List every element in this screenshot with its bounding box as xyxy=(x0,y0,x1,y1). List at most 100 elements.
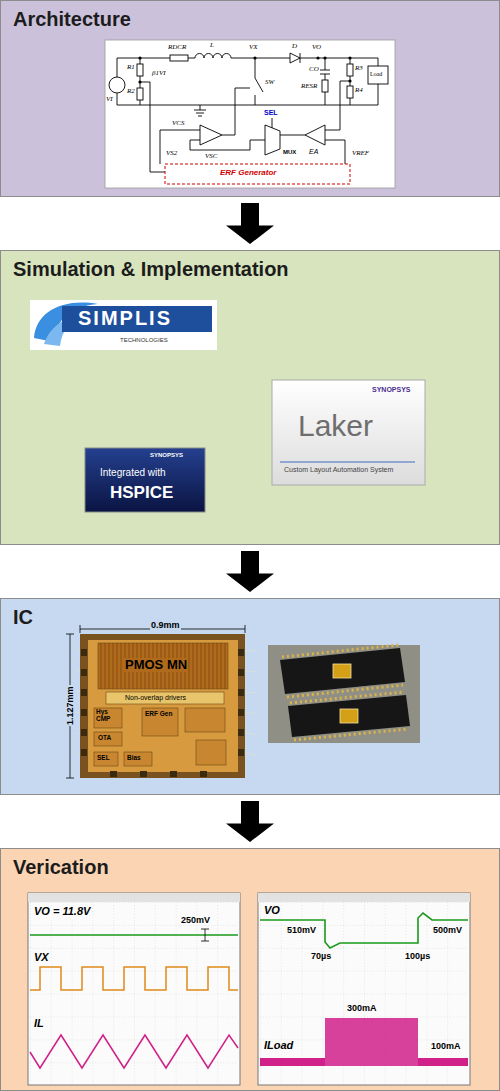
logo-text: Laker xyxy=(298,410,373,442)
measurement-label: 510mV xyxy=(286,926,317,935)
stage-panel: Verication xyxy=(0,848,500,1091)
signal-label: VI xyxy=(106,96,113,103)
logo-text: SYNOPSYS xyxy=(150,452,183,458)
logo-text: SIMPLIS xyxy=(78,308,172,329)
capacitor-symbol xyxy=(320,58,330,105)
resistor-symbol xyxy=(322,80,328,92)
junction-dot xyxy=(138,56,351,83)
signal-label: VSC xyxy=(205,153,217,160)
dimension-line xyxy=(66,634,74,778)
stage-panel: Simulation & Implementation xyxy=(0,250,500,545)
circuit-block xyxy=(94,752,118,766)
die-label: ERF Gen xyxy=(145,711,175,718)
die-label: 1.127mm xyxy=(65,686,74,727)
die-label: OTA xyxy=(98,735,111,742)
panel-title: Verication xyxy=(13,855,109,879)
bond-pad xyxy=(81,749,87,756)
circuit-block xyxy=(94,708,122,728)
resistor-symbol xyxy=(347,64,353,76)
logo-text: Custom Layout Automation System xyxy=(284,466,393,473)
package-cavity xyxy=(340,709,358,723)
signal-label: R4 xyxy=(355,87,363,94)
logo-rule xyxy=(280,461,415,462)
bond-pad xyxy=(81,689,87,696)
schematic-frame xyxy=(105,40,395,188)
signal-label: SW xyxy=(265,79,274,86)
bond-pad xyxy=(238,709,244,716)
stage-panel: Architecture xyxy=(0,0,500,197)
measurement-label: IL xyxy=(33,1018,45,1030)
circuit-wire xyxy=(280,135,345,164)
bond-pad xyxy=(81,669,87,676)
circuit-wire xyxy=(117,58,378,105)
chip-package xyxy=(280,648,405,694)
inductor-symbol xyxy=(195,54,231,59)
circuit-block xyxy=(94,708,226,766)
package-cavity xyxy=(333,664,351,678)
junction-dot xyxy=(348,56,351,59)
scope-status-bar xyxy=(28,893,240,902)
bond-pad xyxy=(200,771,207,777)
bond-pad xyxy=(170,771,177,777)
measurement-label: ILoad xyxy=(263,1040,294,1052)
power-transistor xyxy=(98,643,228,689)
junction-dot xyxy=(138,56,141,59)
il-trace xyxy=(30,1035,238,1068)
comparator-symbol xyxy=(200,125,222,145)
bond-wire xyxy=(244,650,256,756)
circuit-block xyxy=(124,752,152,766)
die-edge xyxy=(80,634,245,778)
circuit-block xyxy=(196,740,226,765)
signal-label: RDCR xyxy=(168,44,186,51)
die-label: Non-overlap drivers xyxy=(125,694,186,701)
signal-label: β1VI xyxy=(152,70,166,77)
junction-dot xyxy=(316,56,319,59)
chip-package xyxy=(288,695,410,737)
die-label: Hys CMP xyxy=(96,709,120,723)
junction-dot xyxy=(348,79,351,82)
signal-label: R2 xyxy=(127,88,135,95)
hspice-logo xyxy=(85,448,205,512)
signal-label: VS2 xyxy=(166,150,177,157)
scope-grid xyxy=(30,902,238,1084)
iload-trace xyxy=(325,1018,418,1066)
erf-generator-box xyxy=(165,164,350,184)
iload-trace xyxy=(260,1058,325,1066)
bond-pad xyxy=(238,729,244,736)
scope-screen xyxy=(28,893,240,1085)
signal-label: VO xyxy=(312,44,321,51)
flow-arrow xyxy=(226,801,274,842)
ripple-marker xyxy=(201,929,209,941)
stage-panel: IC xyxy=(0,598,500,795)
logo-text: TECHNOLOGIES xyxy=(120,337,168,343)
laker-logo xyxy=(272,380,425,485)
die-label: Bias xyxy=(127,755,141,762)
bond-pad xyxy=(110,771,117,777)
signal-label: RESR xyxy=(301,83,317,90)
scope-screen xyxy=(258,893,470,1085)
die-core xyxy=(88,640,238,772)
resistor-symbol xyxy=(170,55,188,61)
scope-capture xyxy=(0,848,500,1091)
logo-text: HSPICE xyxy=(110,484,173,502)
measurement-label: VO xyxy=(263,905,281,917)
circuit-block xyxy=(185,708,225,732)
signal-label: ERF Generator xyxy=(220,169,276,177)
signal-label: EA xyxy=(309,148,318,155)
junction-dot xyxy=(253,56,256,59)
simplis-logo xyxy=(30,300,217,350)
bond-pad xyxy=(81,649,87,656)
panel-title: IC xyxy=(13,605,33,629)
measurement-label: 100µs xyxy=(404,952,431,961)
measurement-label: VX xyxy=(33,952,50,964)
bond-pad xyxy=(81,729,87,736)
measurement-label: VO = 11.8V xyxy=(33,906,91,918)
circuit-wire xyxy=(109,53,388,172)
circuit-wire xyxy=(222,88,250,135)
logo-text: Integrated with xyxy=(100,468,166,479)
junction-dot xyxy=(323,56,326,59)
switch-symbol xyxy=(255,58,263,105)
flow-arrow xyxy=(226,203,274,244)
circuit-block xyxy=(94,732,122,746)
signal-label: VX xyxy=(249,44,258,51)
